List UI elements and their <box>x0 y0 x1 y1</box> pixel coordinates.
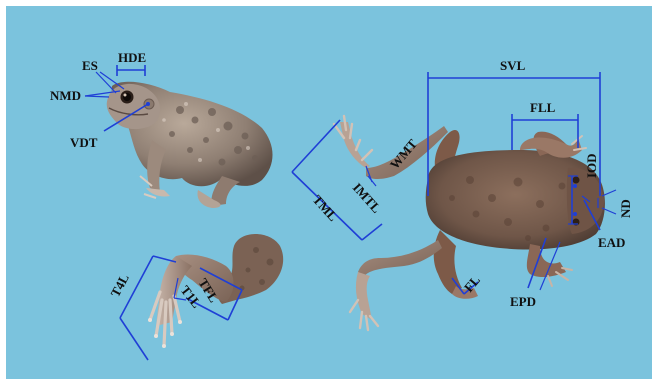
label-vdt: VDT <box>70 135 98 150</box>
dorsal-view-toad-image <box>334 116 605 330</box>
label-imtl: IMTL <box>350 180 385 216</box>
figure-panel: ES HDE NMD VDT SVL FLL IOD ND EAD EPD FL… <box>6 6 652 379</box>
label-svl: SVL <box>500 58 526 73</box>
label-epd: EPD <box>510 294 536 309</box>
label-fll: FLL <box>530 100 556 115</box>
side-view-toad-image <box>107 82 273 208</box>
frog-measurement-diagram: ES HDE NMD VDT SVL FLL IOD ND EAD EPD FL… <box>6 6 652 379</box>
label-hde: HDE <box>118 50 146 65</box>
label-ead: EAD <box>598 235 625 250</box>
label-t4l: T4L <box>107 271 132 299</box>
label-tml: TML <box>310 192 341 224</box>
label-es: ES <box>82 58 98 73</box>
label-nd: ND <box>618 199 633 218</box>
label-nmd: NMD <box>50 88 81 103</box>
label-iod: IOD <box>584 153 599 178</box>
